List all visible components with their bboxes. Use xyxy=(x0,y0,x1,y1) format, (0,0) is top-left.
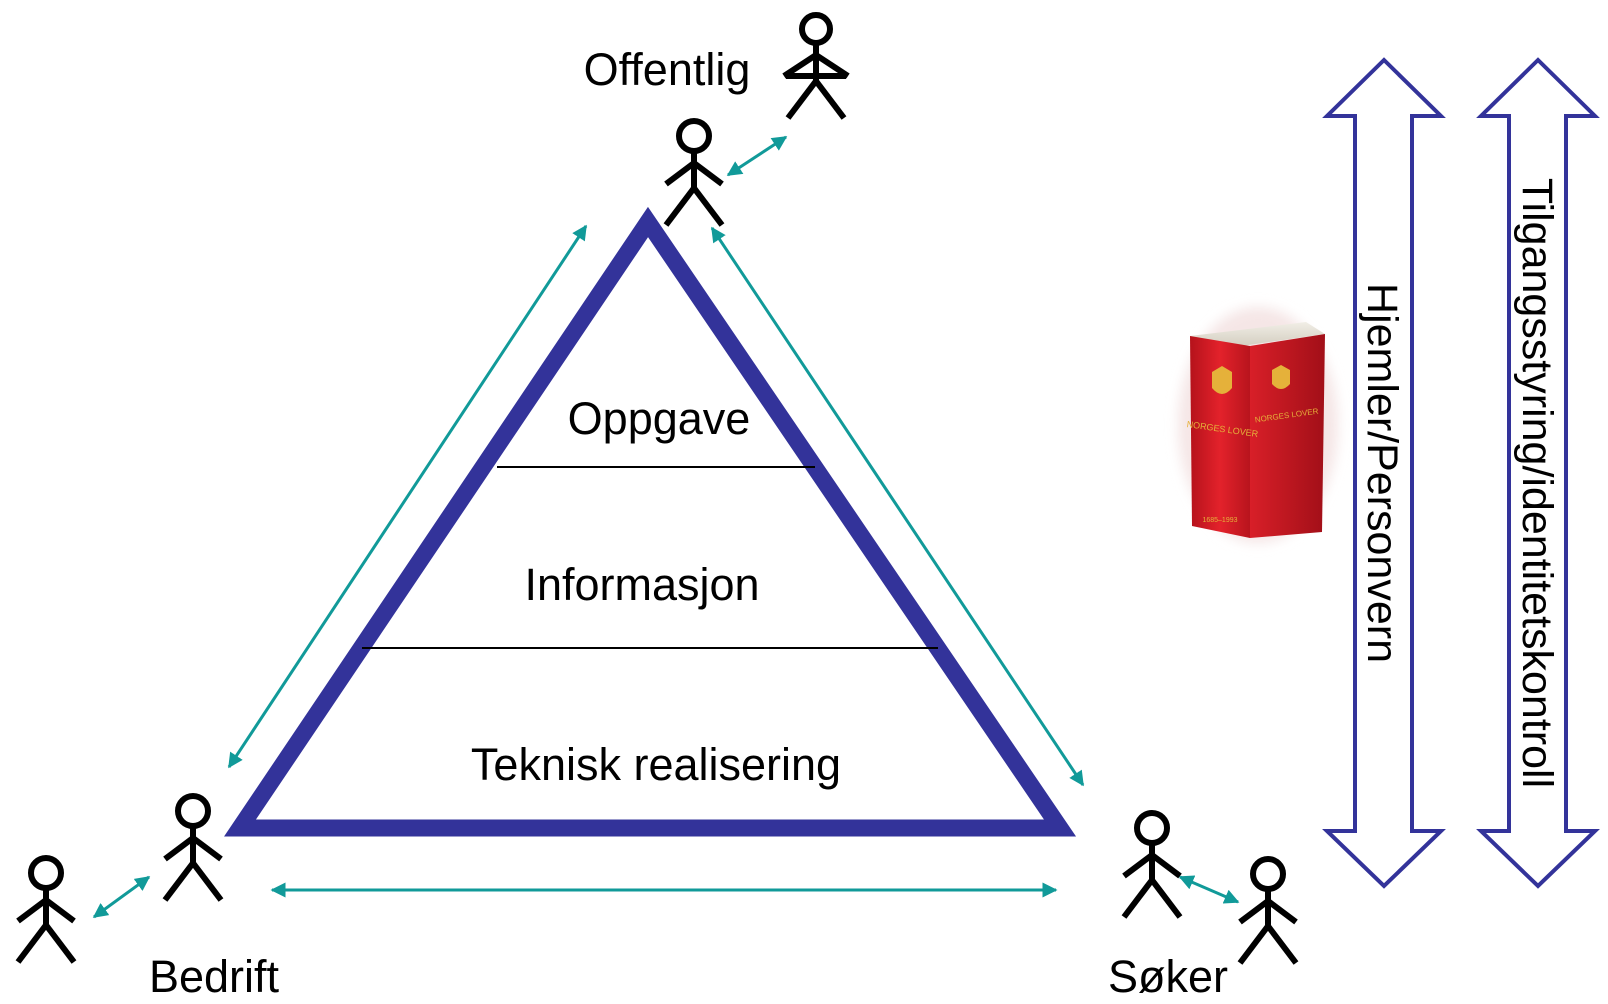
layer-label-teknisk: Teknisk realisering xyxy=(471,739,841,790)
label-soker: Søker xyxy=(1108,951,1228,1002)
layer-label-oppgave: Oppgave xyxy=(568,393,751,444)
arrow-soker-pair xyxy=(1178,875,1240,904)
layer-label-informasjon: Informasjon xyxy=(524,559,759,610)
arrow-offentlig-pair xyxy=(726,135,788,177)
label-tilgangsstyring: Tilgangsstyring/identitetskontroll xyxy=(1513,178,1561,788)
arrow-offentlig-soker xyxy=(710,226,1085,787)
arrow-bedrift-offentlig xyxy=(227,224,588,769)
pyramid-triangle xyxy=(224,206,1077,837)
book-years: 1685–1993 xyxy=(1202,517,1237,524)
person-icon-offentlig-back xyxy=(782,12,850,120)
label-offentlig: Offentlig xyxy=(584,44,751,95)
person-icon-soker-front xyxy=(1237,856,1299,965)
label-bedrift: Bedrift xyxy=(149,951,280,1002)
vertical-double-arrow-icon-hjemler xyxy=(1322,57,1446,889)
label-hjemler-personvern: Hjemler/Personvern xyxy=(1358,283,1406,663)
law-book-icon: NORGES LOVER NORGES LOVER 1685–1993 xyxy=(1178,307,1338,543)
person-icon-bedrift xyxy=(162,793,224,902)
arrow-bedrift-pair xyxy=(92,875,151,919)
person-icon-soker xyxy=(1121,810,1183,919)
person-icon-offentlig xyxy=(663,118,725,227)
person-icon-bedrift-front xyxy=(15,855,77,964)
vertical-double-arrow-icon-tilgang xyxy=(1476,57,1600,889)
